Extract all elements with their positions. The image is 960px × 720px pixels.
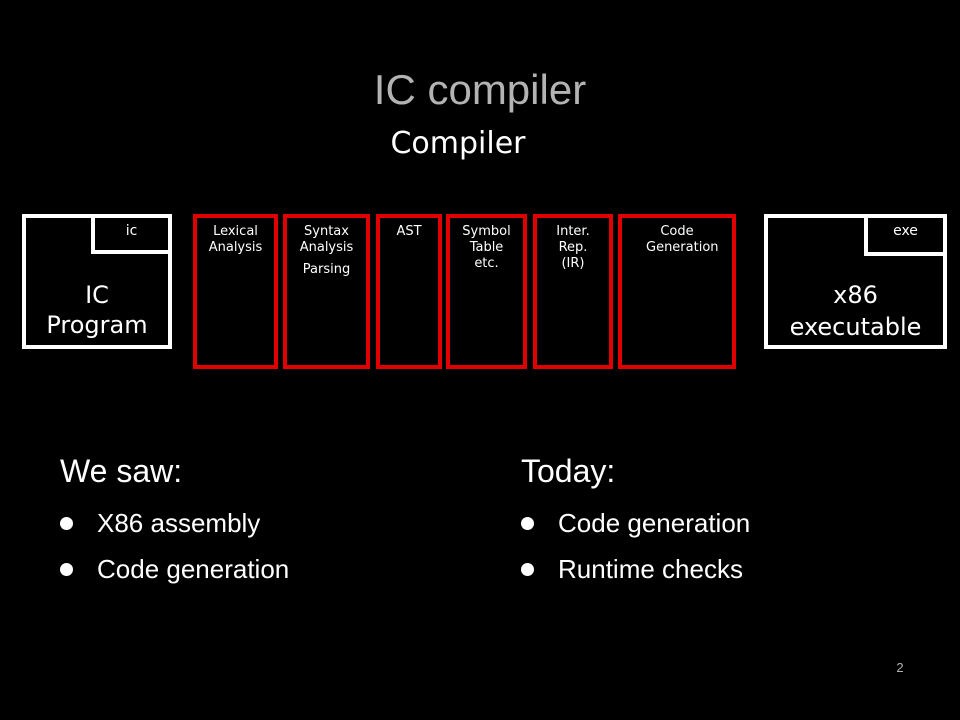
we-saw-heading: We saw: (60, 453, 183, 489)
stage-ast: AST (376, 214, 442, 369)
stage-label: Syntax Analysis (299, 224, 354, 255)
stage-syntax-analysis: Syntax Analysis Parsing (283, 214, 370, 369)
stage-label: AST (396, 224, 422, 239)
input-file-tab: ic (91, 214, 172, 254)
list-item: Code generation (60, 546, 460, 592)
stage-code-generation: Code Generation (618, 214, 736, 369)
input-file-box: ic IC Program (22, 214, 172, 349)
output-file-label-line2: executable (789, 313, 922, 341)
list-item: Code generation (521, 500, 921, 546)
bullet-icon (60, 563, 73, 576)
output-file-label-line1: x86 (833, 281, 878, 309)
compiler-label: Compiler (390, 126, 526, 161)
today-list: Code generation Runtime checks (521, 500, 921, 592)
input-file-label-line1: IC (85, 281, 109, 309)
stage-lexical-analysis: Lexical Analysis (193, 214, 278, 369)
stage-symbol-table: Symbol Table etc. (446, 214, 527, 369)
output-file-tab: exe (864, 214, 947, 256)
list-item-text: Code generation (558, 508, 751, 538)
output-file-box: exe x86 executable (764, 214, 947, 349)
stage-label: Inter. Rep. (IR) (556, 224, 590, 271)
today-section: Today: Code generation Runtime checks (521, 452, 921, 592)
today-heading: Today: (521, 453, 616, 489)
stage-label: Symbol Table etc. (462, 224, 511, 271)
list-item-text: Runtime checks (558, 554, 743, 584)
list-item: X86 assembly (60, 500, 460, 546)
list-item: Runtime checks (521, 546, 921, 592)
we-saw-list: X86 assembly Code generation (60, 500, 460, 592)
input-file-label-line2: Program (46, 311, 148, 339)
stage-label: Lexical Analysis (208, 224, 263, 255)
slide-title: IC compiler (373, 66, 587, 113)
stage-sublabel: Parsing (302, 262, 351, 277)
bullet-icon (60, 517, 73, 530)
bullet-icon (521, 563, 534, 576)
list-item-text: Code generation (97, 554, 290, 584)
stage-label: Code Generation (646, 224, 719, 255)
stage-intermediate-representation: Inter. Rep. (IR) (533, 214, 613, 369)
page-number: 2 (896, 660, 904, 675)
list-item-text: X86 assembly (97, 508, 261, 538)
we-saw-section: We saw: X86 assembly Code generation (60, 452, 460, 592)
bullet-icon (521, 517, 534, 530)
